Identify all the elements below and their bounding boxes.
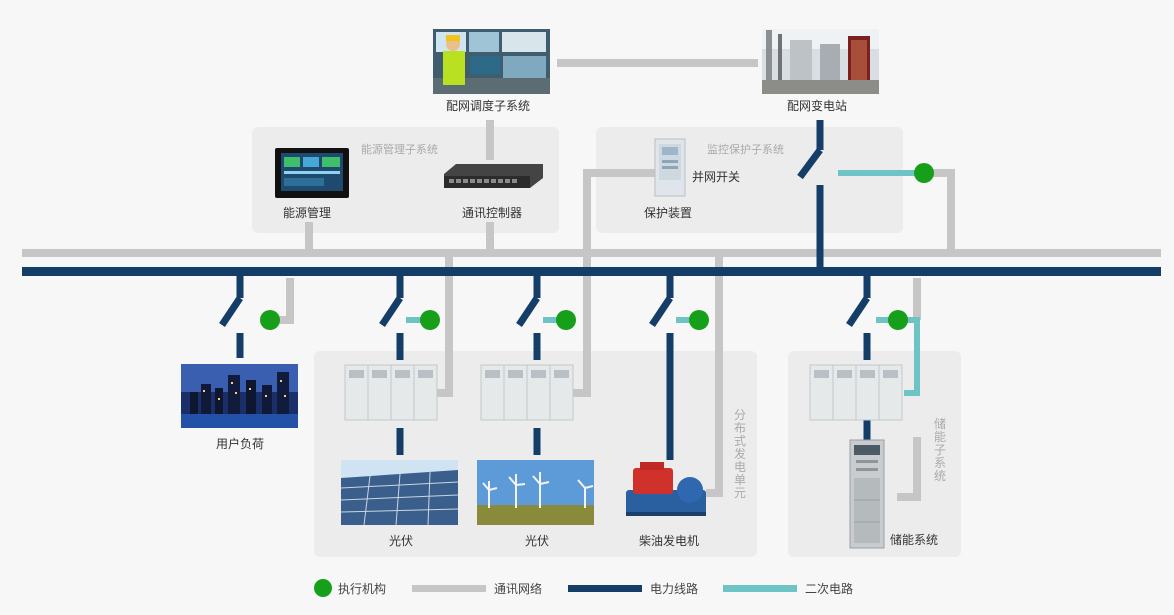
protection-cabinet (654, 138, 686, 197)
comm-controller-device (444, 164, 543, 188)
city-load-image (181, 364, 298, 428)
actuator-dot (420, 310, 440, 330)
switchgear-cabinet (809, 364, 903, 421)
comm-line-legend-icon (412, 584, 486, 592)
protection-subsystem-title: 监控保护子系统 (707, 143, 784, 156)
energy-management-label: 能源管理 (283, 206, 332, 220)
pv-2-label: 光伏 (525, 534, 550, 548)
power-bus (22, 267, 1161, 276)
storage-label: 储能系统 (890, 533, 939, 547)
power-line-legend-icon (568, 584, 642, 592)
actuator-dot (914, 163, 934, 183)
actuator-legend-icon (314, 579, 332, 597)
diesel-generator-image (626, 462, 706, 516)
legend-secondary-label: 二次电路 (805, 581, 854, 596)
substation-label: 配网变电站 (787, 99, 848, 113)
legend-power: 电力线路 (568, 578, 698, 598)
actuator-dot (260, 310, 280, 330)
energy-management-device (275, 148, 349, 198)
protection-label: 保护装置 (644, 206, 693, 220)
legend-actuator-label: 执行机构 (338, 581, 387, 596)
energy-subsystem-title: 能源管理子系统 (361, 143, 438, 156)
switchgear-cabinet (480, 364, 574, 421)
wind-turbines-image (477, 460, 594, 525)
solar-panels-image (340, 460, 459, 526)
actuator-dot (556, 310, 576, 330)
legend-actuator: 执行机构 (314, 578, 386, 598)
diesel-label: 柴油发电机 (639, 534, 700, 548)
switchgear-cabinet (344, 364, 438, 421)
user-load-label: 用户负荷 (216, 437, 265, 451)
legend-comm-label: 通讯网络 (494, 581, 543, 596)
substation-image (762, 29, 879, 94)
storage-cabinet-image (849, 439, 885, 549)
distributed-unit-title: 分布式发电单元 (733, 408, 746, 500)
storage-subsystem-title: 储能子系统 (933, 417, 946, 483)
legend-comm: 通讯网络 (412, 578, 542, 598)
comm-bus (22, 249, 1161, 257)
grid-switch-label: 并网开关 (692, 170, 741, 184)
dispatch-room-image (433, 29, 550, 94)
legend-secondary: 二次电路 (723, 578, 853, 598)
dispatch-label: 配网调度子系统 (446, 99, 531, 113)
actuators (260, 163, 934, 330)
actuator-dot (888, 310, 908, 330)
secondary-line-legend-icon (723, 584, 797, 592)
legend-power-label: 电力线路 (650, 581, 699, 596)
comm-controller-label: 通讯控制器 (462, 206, 523, 220)
pv-1-label: 光伏 (389, 534, 414, 548)
actuator-dot (689, 310, 709, 330)
